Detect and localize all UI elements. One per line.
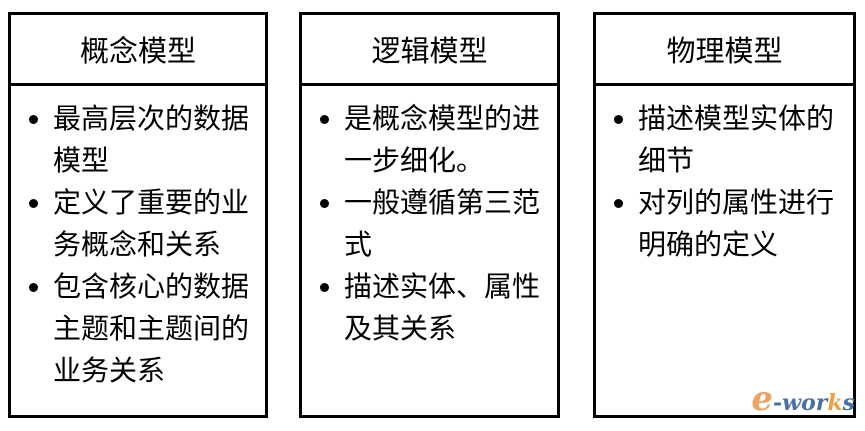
list-item: 一般遵循第三范式: [316, 182, 549, 266]
list-item: 最高层次的数据模型: [25, 98, 257, 182]
watermark-e: e: [751, 379, 774, 419]
box-title: 逻辑模型: [302, 15, 557, 86]
list-item: 包含核心的数据主题和主题间的业务关系: [25, 266, 257, 392]
list-item: 是概念模型的进一步细化。: [316, 98, 549, 182]
conceptual-model-box: 概念模型 最高层次的数据模型 定义了重要的业务概念和关系 包含核心的数据主题和主…: [8, 12, 268, 418]
list-item: 定义了重要的业务概念和关系: [25, 182, 257, 266]
list-item: 描述实体、属性及其关系: [316, 266, 549, 350]
logical-model-box: 逻辑模型 是概念模型的进一步细化。 一般遵循第三范式 描述实体、属性及其关系: [299, 12, 560, 418]
bullet-list: 描述模型实体的细节 对列的属性进行明确的定义: [596, 86, 853, 266]
list-item: 描述模型实体的细节: [610, 98, 845, 182]
watermark-text: -wor: [773, 390, 828, 416]
box-title: 概念模型: [11, 15, 265, 86]
bullet-list: 最高层次的数据模型 定义了重要的业务概念和关系 包含核心的数据主题和主题间的业务…: [11, 86, 265, 392]
list-item: 对列的属性进行明确的定义: [610, 182, 845, 266]
box-title: 物理模型: [596, 15, 853, 86]
watermark-s: s: [842, 390, 855, 416]
eworks-watermark-logo: e-works: [751, 379, 855, 419]
physical-model-box: 物理模型 描述模型实体的细节 对列的属性进行明确的定义: [593, 12, 856, 418]
bullet-list: 是概念模型的进一步细化。 一般遵循第三范式 描述实体、属性及其关系: [302, 86, 557, 350]
watermark-k: k: [827, 390, 843, 416]
